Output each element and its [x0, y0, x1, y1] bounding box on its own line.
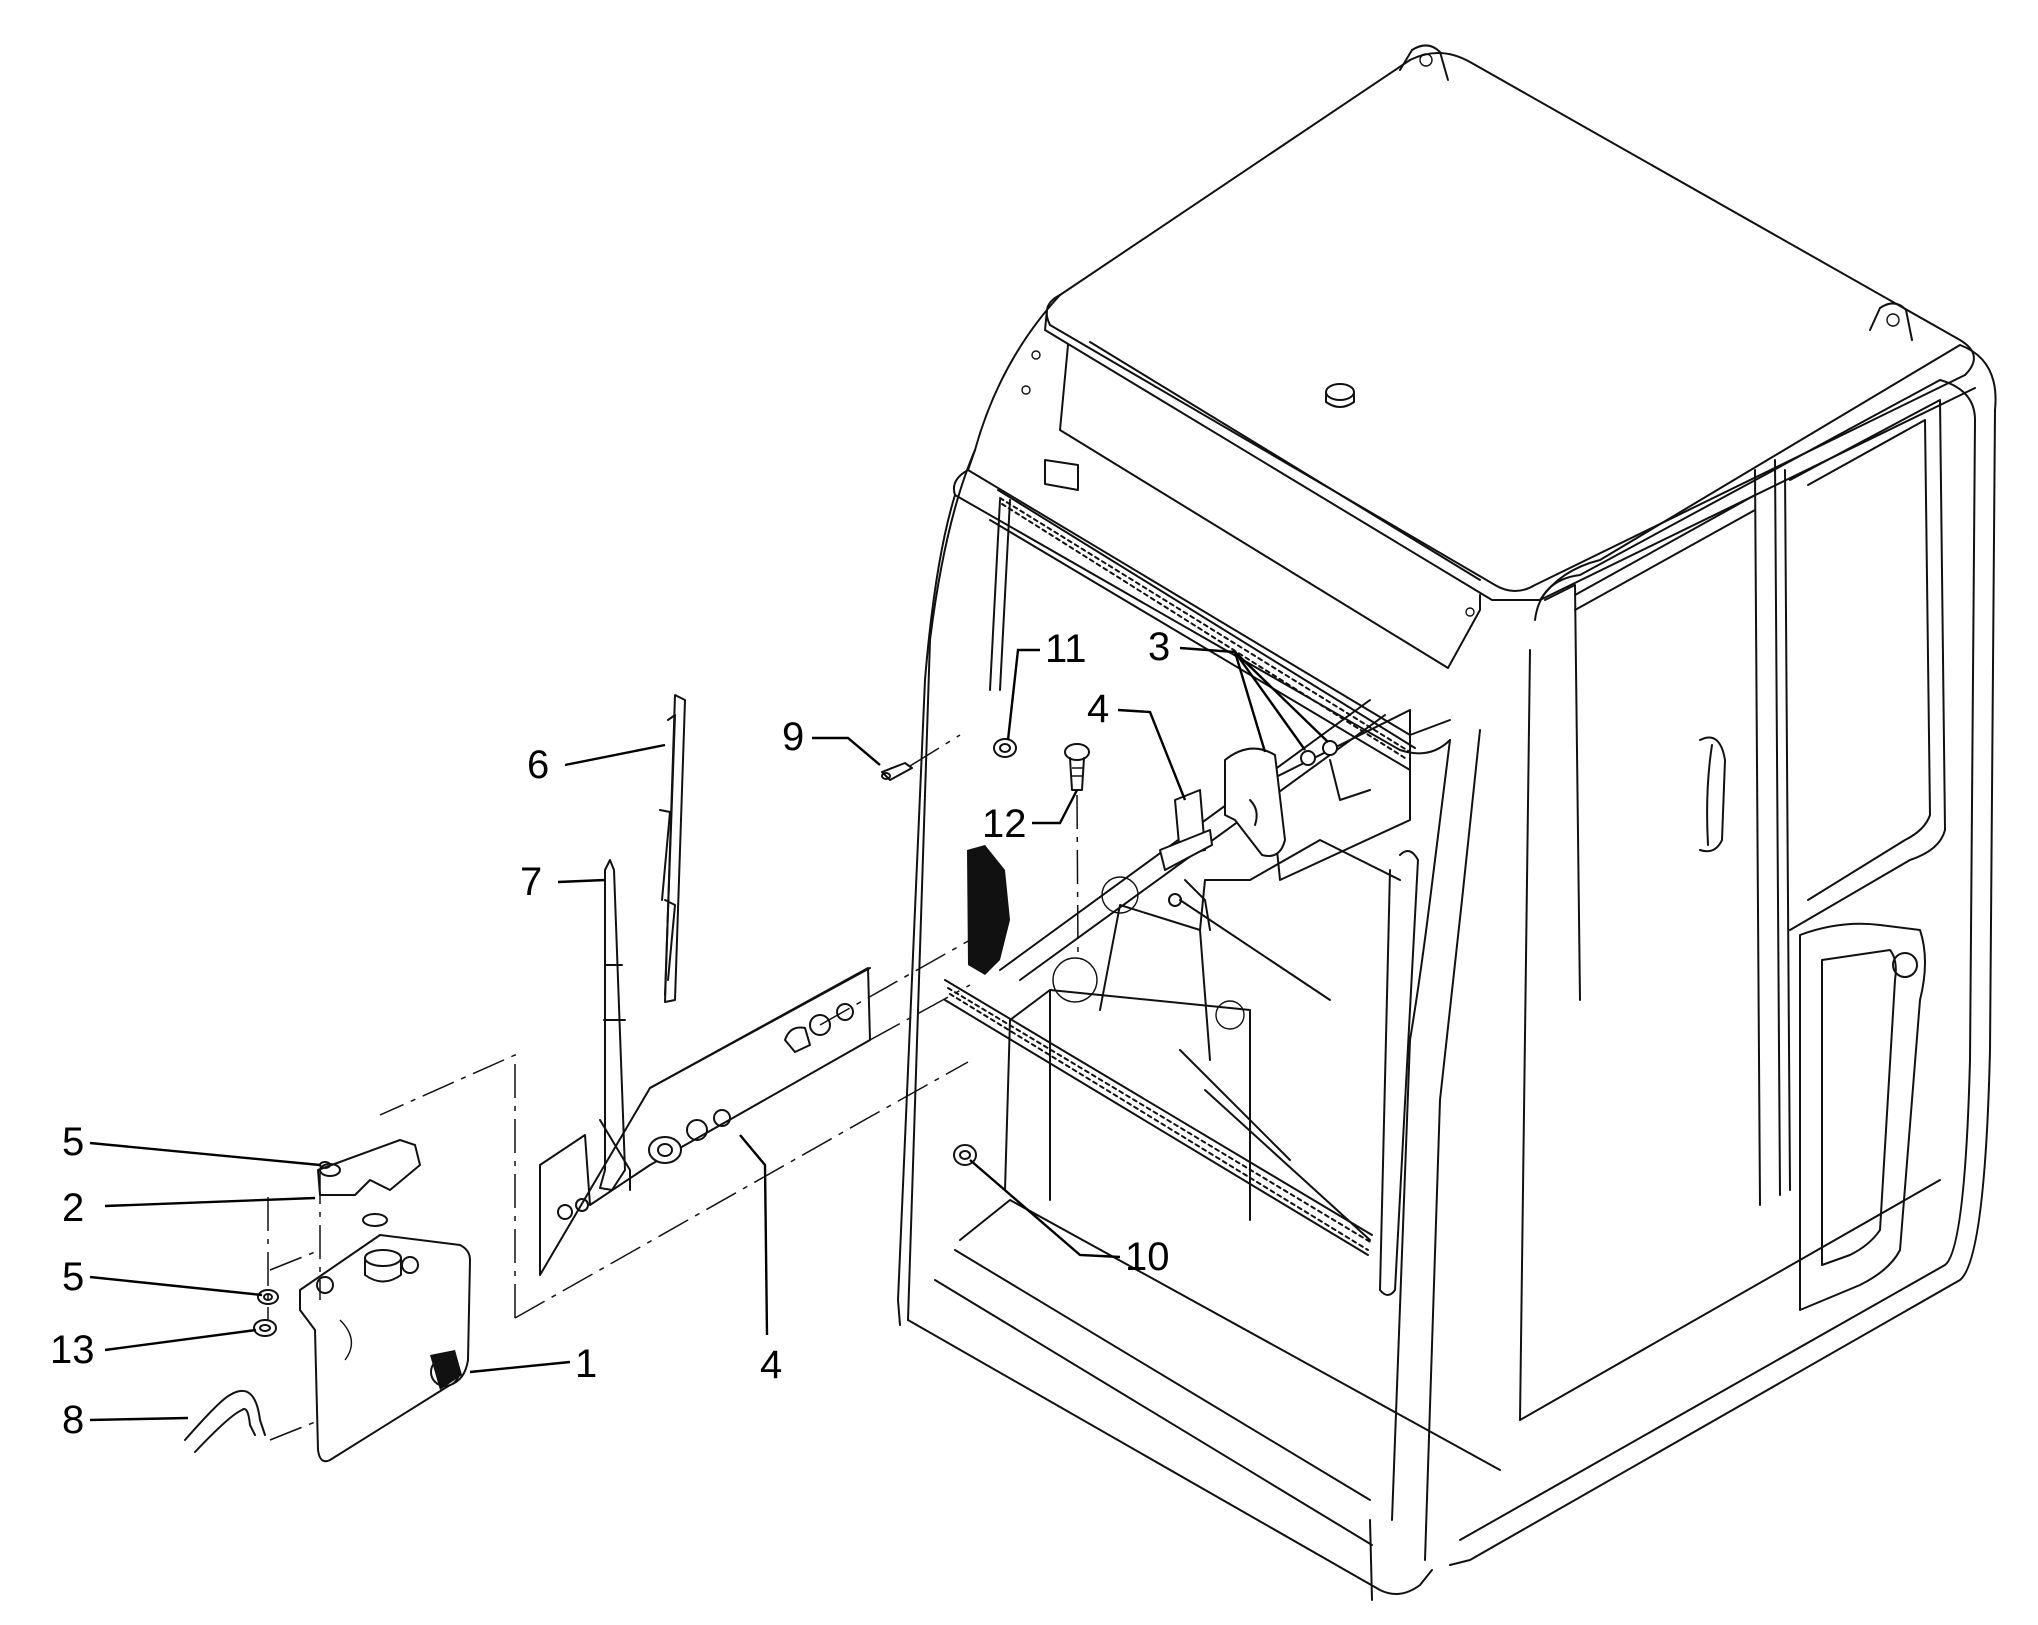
label-7: 7: [520, 860, 542, 904]
mounting-bracket-icon: [317, 1139, 421, 1196]
label-13: 13: [50, 1328, 95, 1372]
operator-cab: [897, 44, 1997, 1601]
label-4-front: 4: [760, 1343, 782, 1387]
label-2: 2: [62, 1186, 84, 1230]
leader-lines: [89, 646, 1329, 1422]
label-6: 6: [527, 743, 549, 787]
label-3: 3: [1148, 625, 1170, 669]
grommet-icon: [953, 1144, 977, 1166]
wiper-mount-panel: [539, 967, 871, 1276]
bolt-icon: [1064, 743, 1090, 791]
nut-icon: [253, 1319, 277, 1337]
label-5-upper: 5: [62, 1120, 84, 1164]
label-5-lower: 5: [62, 1255, 84, 1299]
wiper-motor-icon: [1159, 747, 1286, 931]
label-11: 11: [1045, 627, 1087, 671]
wiper-blade-icon: [659, 694, 686, 1003]
label-1: 1: [575, 1342, 597, 1386]
label-9: 9: [782, 715, 804, 759]
wiper-arm-icon: [599, 859, 631, 1191]
hose-icon: [184, 1389, 266, 1453]
assembly-lines: [267, 734, 1079, 1441]
label-8: 8: [62, 1398, 84, 1442]
label-4-rear: 4: [1087, 687, 1109, 731]
washer-reservoir-icon: [299, 1213, 471, 1463]
washer-nozzle-icon: [881, 762, 913, 781]
grommet-icon: [993, 738, 1017, 758]
screw-icon: [1300, 740, 1338, 766]
label-12: 12: [982, 802, 1027, 846]
label-10: 10: [1125, 1235, 1170, 1279]
